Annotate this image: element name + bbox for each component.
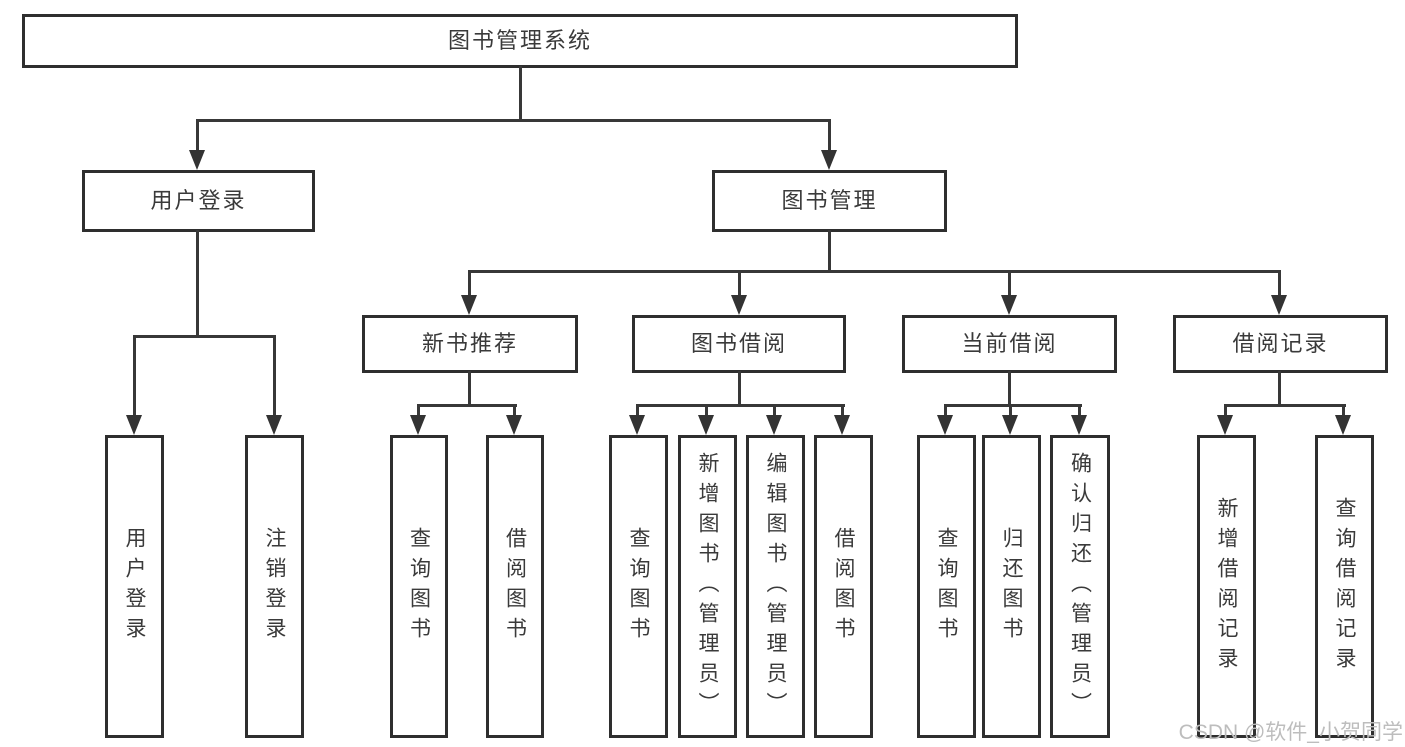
connector-stem-new-book bbox=[468, 270, 471, 298]
node-label: 查询图书 bbox=[627, 526, 650, 647]
arrow-down-icon bbox=[1071, 415, 1087, 435]
connector-current-borrow-branch bbox=[944, 404, 1082, 407]
leaf-logout: 注销登录 bbox=[245, 435, 304, 738]
connector-current-borrow-stub bbox=[1008, 371, 1011, 407]
leaf-borrow-books-borrowing: 借阅图书 bbox=[814, 435, 873, 738]
node-label: 新书推荐 bbox=[421, 331, 518, 356]
connector-stem-leaf bbox=[1009, 404, 1012, 418]
leaf-user-login: 用户登录 bbox=[105, 435, 164, 738]
node-label: 借阅记录 bbox=[1232, 331, 1329, 356]
connector-stem-leaf bbox=[841, 404, 844, 418]
connector-user-login-branch bbox=[133, 335, 276, 338]
node-label: 编辑图书（管理员） bbox=[764, 451, 787, 722]
connector-level2-branch bbox=[196, 119, 831, 122]
connector-book-borrow-stub bbox=[738, 371, 741, 407]
connector-borrow-records-stub bbox=[1278, 371, 1281, 407]
node-label: 查询借阅记录 bbox=[1333, 496, 1356, 677]
node-label: 图书管理 bbox=[781, 188, 878, 213]
node-label: 确认归还（管理员） bbox=[1068, 451, 1092, 722]
arrow-down-icon bbox=[1271, 295, 1287, 315]
connector-stem-book-management bbox=[828, 119, 831, 153]
node-label: 查询图书 bbox=[935, 526, 958, 647]
connector-borrow-records-branch bbox=[1224, 404, 1346, 407]
leaf-query-books-borrowing: 查询图书 bbox=[609, 435, 668, 738]
node-library-management-system: 图书管理系统 bbox=[22, 14, 1018, 68]
arrow-down-icon bbox=[1217, 415, 1233, 435]
node-current-borrowing: 当前借阅 bbox=[902, 315, 1117, 373]
connector-user-login-stub bbox=[196, 230, 199, 337]
node-label: 图书借阅 bbox=[690, 331, 787, 356]
arrow-down-icon bbox=[126, 415, 142, 435]
watermark: CSDN @软件_小贺同学 bbox=[1178, 721, 1403, 744]
connector-stem-leaf bbox=[513, 404, 516, 418]
node-label: 图书管理系统 bbox=[447, 28, 592, 53]
node-label: 注销登录 bbox=[263, 526, 286, 647]
arrow-down-icon bbox=[766, 415, 782, 435]
node-label: 新增借阅记录 bbox=[1215, 496, 1238, 677]
node-user-login: 用户登录 bbox=[82, 170, 315, 232]
arrow-down-icon bbox=[410, 415, 426, 435]
connector-stem-borrow-records bbox=[1278, 270, 1281, 298]
arrow-down-icon bbox=[937, 415, 953, 435]
connector-stem-leaf bbox=[417, 404, 420, 418]
leaf-edit-book-admin: 编辑图书（管理员） bbox=[746, 435, 805, 738]
node-label: 归还图书 bbox=[1000, 526, 1023, 647]
leaf-query-borrow-record: 查询借阅记录 bbox=[1315, 435, 1374, 738]
arrow-down-icon bbox=[834, 415, 850, 435]
connector-stem-leaf bbox=[705, 404, 708, 418]
arrow-down-icon bbox=[731, 295, 747, 315]
connector-stem-leaf bbox=[773, 404, 776, 418]
connector-stem-leaf bbox=[636, 404, 639, 418]
arrow-down-icon bbox=[1002, 415, 1018, 435]
node-book-borrowing: 图书借阅 bbox=[632, 315, 846, 373]
connector-stem-leaf bbox=[1078, 404, 1081, 418]
connector-stem-leaf bbox=[133, 335, 136, 419]
leaf-add-borrow-record: 新增借阅记录 bbox=[1197, 435, 1256, 738]
connector-stem-leaf bbox=[944, 404, 947, 418]
connector-book-management-stub bbox=[828, 230, 831, 272]
node-label: 借阅图书 bbox=[832, 526, 855, 647]
arrow-down-icon bbox=[698, 415, 714, 435]
arrow-down-icon bbox=[461, 295, 477, 315]
connector-new-book-stub bbox=[468, 371, 471, 407]
node-label: 查询图书 bbox=[407, 526, 431, 647]
arrow-down-icon bbox=[189, 150, 205, 170]
leaf-query-books-recommend: 查询图书 bbox=[390, 435, 448, 738]
connector-root-stub bbox=[519, 66, 522, 119]
arrow-down-icon bbox=[506, 415, 522, 435]
arrow-down-icon bbox=[1001, 295, 1017, 315]
leaf-borrow-books-recommend: 借阅图书 bbox=[486, 435, 544, 738]
connector-stem-book-borrow bbox=[738, 270, 741, 298]
arrow-down-icon bbox=[266, 415, 282, 435]
leaf-return-books: 归还图书 bbox=[982, 435, 1041, 738]
arrow-down-icon bbox=[821, 150, 837, 170]
node-label: 当前借阅 bbox=[961, 331, 1058, 356]
arrow-down-icon bbox=[629, 415, 645, 435]
connector-stem-current-borrow bbox=[1008, 270, 1011, 298]
node-new-book-recommendation: 新书推荐 bbox=[362, 315, 578, 373]
connector-stem-leaf bbox=[1224, 404, 1227, 418]
leaf-add-book-admin: 新增图书（管理员） bbox=[678, 435, 737, 738]
leaf-query-books-current: 查询图书 bbox=[917, 435, 976, 738]
node-label: 用户登录 bbox=[123, 526, 146, 647]
connector-stem-leaf bbox=[1342, 404, 1345, 418]
node-borrowing-records: 借阅记录 bbox=[1173, 315, 1388, 373]
leaf-confirm-return-admin: 确认归还（管理员） bbox=[1050, 435, 1110, 738]
connector-stem-leaf bbox=[273, 335, 276, 419]
connector-book-borrow-branch bbox=[636, 404, 845, 407]
connector-level3-branch bbox=[468, 270, 1281, 273]
arrow-down-icon bbox=[1335, 415, 1351, 435]
connector-new-book-branch bbox=[417, 404, 517, 407]
connector-stem-user-login bbox=[196, 119, 199, 153]
node-label: 借阅图书 bbox=[503, 526, 527, 647]
node-label: 新增图书（管理员） bbox=[696, 451, 719, 722]
node-book-management: 图书管理 bbox=[712, 170, 947, 232]
node-label: 用户登录 bbox=[150, 188, 247, 213]
